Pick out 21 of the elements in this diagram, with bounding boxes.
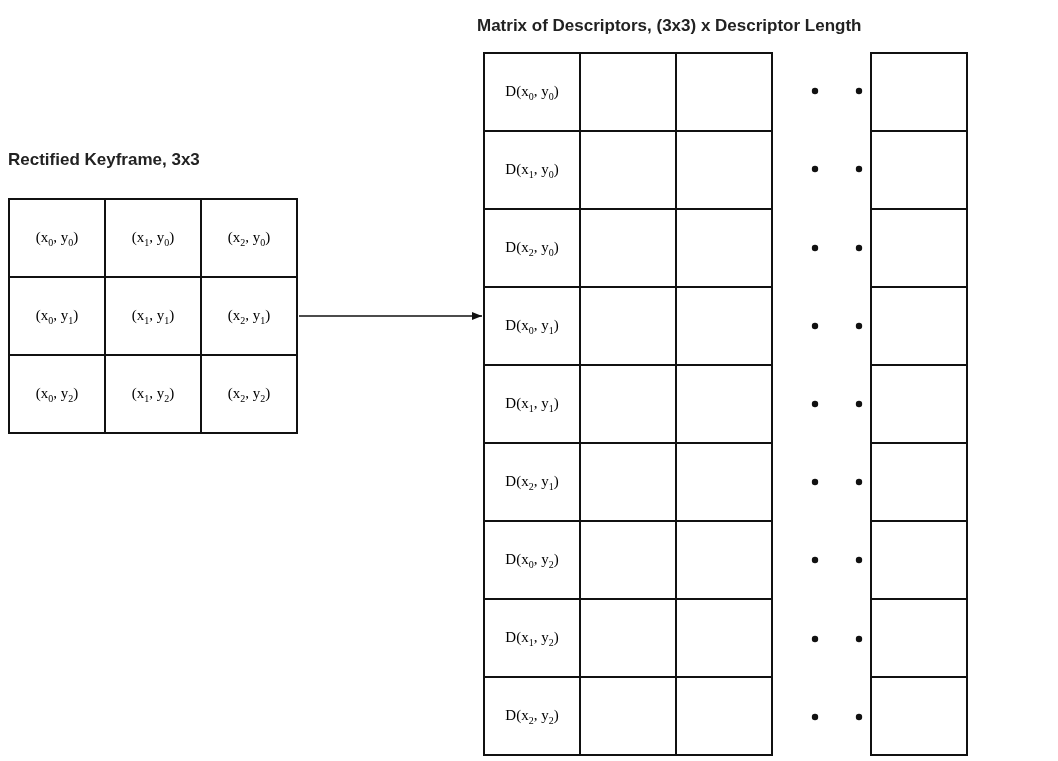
descriptor-label: D(x$_{1}$, y$_{0}$) (505, 160, 559, 177)
coordinate-label: (x$_{0}$, y$_{0}$) (35, 228, 79, 245)
coordinate-label: (x$_{1}$, y$_{2}$) (131, 384, 175, 401)
descriptor-label: D(x$_{1}$, y$_{2}$) (505, 628, 559, 645)
coordinate-label: (x$_{0}$, y$_{2}$) (35, 384, 79, 401)
descriptor-label: D(x$_{1}$, y$_{1}$) (505, 394, 559, 411)
coordinate-label: (x$_{2}$, y$_{2}$) (227, 384, 271, 401)
descriptor-label: D(x$_{0}$, y$_{0}$) (505, 82, 559, 99)
coordinate-label: (x$_{1}$, y$_{1}$) (131, 306, 175, 323)
descriptor-label: D(x$_{0}$, y$_{1}$) (505, 316, 559, 333)
coordinate-label: (x$_{2}$, y$_{0}$) (227, 228, 271, 245)
descriptor-label: D(x$_{2}$, y$_{1}$) (505, 472, 559, 489)
arrow (298, 312, 483, 320)
descriptor-label: D(x$_{2}$, y$_{2}$) (505, 706, 559, 723)
descriptor-label: D(x$_{2}$, y$_{0}$) (505, 238, 559, 255)
coordinate-label: (x$_{1}$, y$_{0}$) (131, 228, 175, 245)
descriptor-label: D(x$_{0}$, y$_{2}$) (505, 550, 559, 567)
grid-heading: Rectified Keyframe, 3x3 (8, 150, 200, 170)
coordinate-label: (x$_{2}$, y$_{1}$) (227, 306, 271, 323)
grid-heading: Matrix of Descriptors, (3x3) x Descriptor Length (477, 16, 862, 36)
coordinate-label: (x$_{0}$, y$_{1}$) (35, 306, 79, 323)
